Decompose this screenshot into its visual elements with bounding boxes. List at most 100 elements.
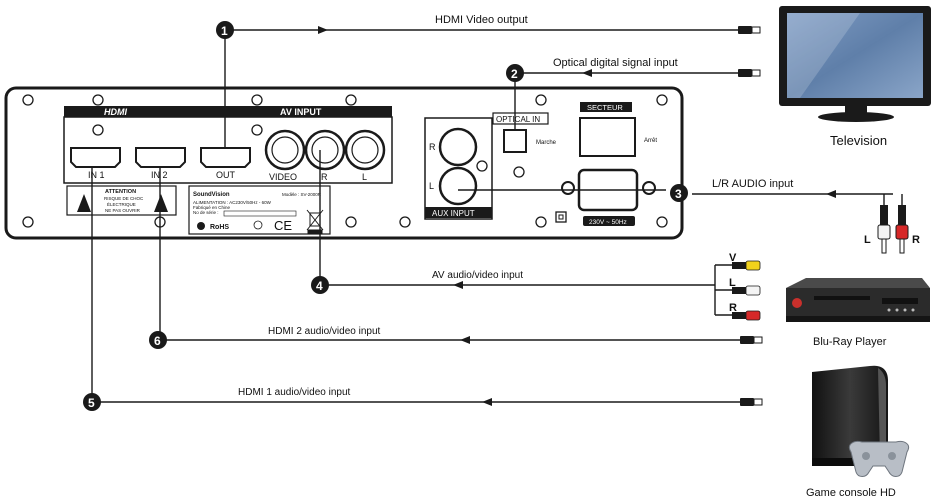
warning-line2: ÉLECTRIQUE	[107, 201, 136, 207]
brand-name: SoundVision	[193, 192, 230, 198]
callout-2	[506, 64, 524, 82]
origin-text: Fabriqué en Chine	[193, 205, 231, 210]
rca-white-tip	[745, 285, 761, 296]
rca-lr-plugs: L R	[864, 205, 920, 254]
optical-plug-icon	[738, 69, 752, 77]
power-switch	[579, 117, 636, 157]
hdmi-plug-icon	[740, 336, 754, 344]
power-rating: ALIMENTATION : AC230V/50Hz - 60W	[193, 200, 272, 205]
television-icon	[779, 6, 931, 122]
mounting-holes	[22, 94, 668, 228]
bluray-label: Blu-Ray Player	[813, 336, 887, 348]
rca-yellow-tip	[745, 260, 761, 271]
marche-label: Marche	[536, 140, 557, 146]
aux-input-block: AUX INPUT R L	[424, 117, 493, 220]
cable-letter-r: R	[729, 302, 737, 314]
hdmi-plug-icon	[740, 398, 754, 406]
port-label-l: L	[362, 172, 367, 182]
port-label-in2: IN 2	[151, 170, 168, 180]
warning-line1: RISQUE DE CHOC	[104, 196, 144, 201]
television-label: Television	[830, 133, 887, 148]
label-hdmi-video-output: HDMI Video output	[435, 14, 528, 26]
cable-letter-l: L	[729, 277, 736, 289]
aux-l-letter: L	[429, 181, 434, 191]
port-label-in1: IN 1	[88, 170, 105, 180]
bluray-player-icon	[786, 278, 930, 322]
warning-triangle-icon	[154, 194, 168, 212]
arrow-icon	[482, 398, 492, 406]
double-insulation-icon	[555, 211, 567, 223]
arrow-icon	[826, 190, 836, 198]
secteur-label: SECTEUR	[587, 103, 623, 112]
rca-letter-l: L	[864, 234, 871, 246]
hdmi-av-header-bar	[64, 106, 392, 117]
aux-input-label: AUX INPUT	[432, 209, 475, 218]
ce-mark: CE	[274, 218, 292, 233]
hdmi-plug-icon	[738, 26, 752, 34]
warning-triangle-icon	[77, 194, 91, 212]
callout-5	[83, 393, 101, 411]
optical-in-block: OPTICAL IN Marche	[492, 112, 557, 153]
label-lr-audio-input: L/R AUDIO input	[712, 178, 793, 190]
aux-l-jack	[438, 166, 478, 206]
voltage-label: 230V ~ 50Hz	[589, 219, 627, 226]
label-av-audio-video-input: AV audio/video input	[432, 270, 523, 281]
warning-line3: NE PAS OUVRIR	[105, 208, 141, 213]
warning-title: ATTENTION	[105, 189, 136, 195]
arret-label: Arrêt	[644, 138, 657, 144]
arrow-icon	[582, 69, 592, 77]
game-console-label: Game console HD	[806, 487, 896, 499]
rca-letter-r: R	[912, 234, 920, 246]
recycle-icon	[197, 222, 205, 230]
callout-2-number: 2	[511, 67, 518, 81]
hdmi-out-port	[200, 147, 251, 168]
serial-label: No de série :	[193, 210, 219, 215]
hdmi-logo: HDMI	[104, 107, 127, 117]
cable-letter-v: V	[729, 252, 737, 264]
port-label-r: R	[321, 172, 328, 182]
callout-1-number: 1	[221, 24, 228, 38]
power-button-icon	[792, 298, 802, 308]
callout-4-number: 4	[316, 279, 323, 293]
av-cable-tips: V L R	[729, 252, 761, 321]
arrow-icon	[318, 26, 328, 34]
callout-badges: 1 2 3 4 5 6	[83, 21, 688, 411]
rca-white-plug	[877, 224, 891, 240]
label-hdmi1-audio-video-input: HDMI 1 audio/video input	[238, 387, 351, 398]
arrow-icon	[460, 336, 470, 344]
lr-audio-line	[458, 189, 893, 195]
aux-r-letter: R	[429, 142, 436, 152]
rca-red-plug	[895, 224, 909, 240]
av-input-heading: AV INPUT	[280, 107, 322, 117]
port-bay-frame	[63, 116, 393, 184]
power-section: SECTEUR Arrêt 230V ~ 50Hz	[555, 102, 657, 226]
port-label-video: VIDEO	[269, 172, 297, 182]
optical-port	[503, 129, 527, 153]
callout-6-number: 6	[154, 334, 161, 348]
rating-label-plate: SoundVision Modèle : SV-2000R ALIMENTATI…	[188, 185, 331, 235]
callout-6	[149, 331, 167, 349]
callout-3	[670, 184, 688, 202]
callout-3-number: 3	[675, 187, 682, 201]
hdmi-in1-port	[70, 147, 121, 168]
port-label-out: OUT	[216, 170, 236, 180]
callout-4	[311, 276, 329, 294]
gear-symbol-icon	[253, 220, 263, 230]
model-number: Modèle : SV-2000R	[282, 192, 322, 197]
hdmi-plugs	[738, 26, 763, 406]
optical-in-label: OPTICAL IN	[496, 115, 540, 124]
aux-r-jack	[438, 127, 478, 167]
game-console-icon	[812, 365, 888, 466]
hdmi-in2-port	[135, 147, 186, 168]
gamepad-icon	[848, 441, 910, 477]
rohs-mark: RoHS	[210, 224, 229, 231]
label-hdmi2-audio-video-input: HDMI 2 audio/video input	[268, 326, 381, 337]
callout-1	[216, 21, 234, 39]
warning-label: ATTENTION RISQUE DE CHOC ÉLECTRIQUE NE P…	[66, 185, 177, 216]
label-optical-digital-input: Optical digital signal input	[553, 57, 678, 69]
callout-5-number: 5	[88, 396, 95, 410]
rca-red-tip	[745, 310, 761, 321]
arrow-icon	[453, 281, 463, 289]
rear-panel: HDMI AV INPUT IN 1 IN 2 OUT VIDEO R L	[4, 86, 684, 240]
